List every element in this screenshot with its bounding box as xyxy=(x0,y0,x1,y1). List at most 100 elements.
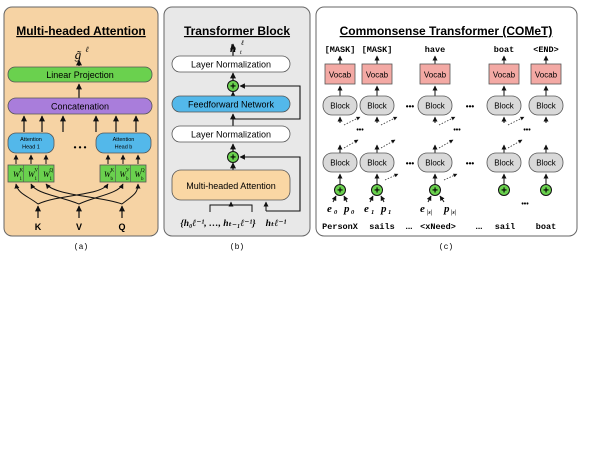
weight-strip-head-b xyxy=(99,164,147,183)
attention-head-b-box xyxy=(95,132,152,154)
embed-add-symbol-4: + xyxy=(501,186,507,197)
concatenation-label: Concatenation xyxy=(51,102,109,112)
comet-column-3: Vocab Block Block + e |s| p |s| xyxy=(417,55,456,216)
embed-e0-sub: 0 xyxy=(334,209,338,216)
caption-a: (a) xyxy=(74,243,88,252)
mha-box xyxy=(171,169,291,201)
weight-wqb-base: W xyxy=(135,170,143,179)
weight-wv1-sup: V xyxy=(35,169,39,174)
route-v-to-wv1 xyxy=(30,183,80,205)
panel-a-background xyxy=(3,6,159,237)
input-q-label: Q xyxy=(118,222,125,232)
weight-strip-head-1 xyxy=(7,164,55,183)
block-top-label-5: Block xyxy=(536,102,557,111)
embed-add-symbol-2: + xyxy=(374,186,380,197)
embed-e0-base: e xyxy=(327,203,332,215)
route-q-to-wqb xyxy=(121,183,141,205)
linear-projection-box xyxy=(7,66,153,83)
comet-column-4: Vocab Block Block + xyxy=(486,55,522,197)
weight-wk1-base: W xyxy=(13,170,21,179)
weight-wvb-base: W xyxy=(120,170,128,179)
seq-dots-bottom-1: ••• xyxy=(406,159,415,168)
attention-head-1-line2: Head 1 xyxy=(22,145,40,151)
panel-a: Multi-headed Attention g̃ ℓ Linear Proje… xyxy=(3,6,159,237)
panel-a-title: Multi-headed Attention xyxy=(16,24,146,38)
vocab-box-2 xyxy=(361,63,393,85)
feedforward-box xyxy=(171,95,291,113)
panel-a-output-sup: ℓ xyxy=(85,45,89,54)
embed-es-base: e xyxy=(420,203,425,215)
input-token-6: sail xyxy=(495,222,515,232)
input-token-3: ... xyxy=(405,221,412,231)
input-k-label: K xyxy=(35,222,42,232)
comet-column-1: Vocab Block Block + e 0 p 0 xyxy=(322,55,358,216)
output-token-4: boat xyxy=(494,45,514,55)
residual-add-bottom-symbol: + xyxy=(230,153,236,164)
layer-norm-top-box xyxy=(171,55,291,73)
arrow-ps-to-add xyxy=(439,195,445,203)
input-token-2: sails xyxy=(369,222,395,232)
panel-b-output-sub: t xyxy=(240,50,242,56)
output-token-2: [MASK] xyxy=(362,45,393,55)
seq-dots-top-1: ••• xyxy=(406,102,415,111)
attn-arrow-b2 xyxy=(380,139,396,149)
panel-b: Transformer Block h ℓ t Layer Normalizat… xyxy=(163,6,311,237)
panel-c-background xyxy=(315,6,578,237)
weight-wq1-sub: 1 xyxy=(50,177,53,182)
embed-add-symbol-1: + xyxy=(337,186,343,197)
block-top-label-1: Block xyxy=(330,102,351,111)
layer-norm-bottom-label: Layer Normalization xyxy=(191,130,271,140)
kvq-routing xyxy=(14,183,141,205)
embed-add-4 xyxy=(498,184,510,196)
embed-es-sub: |s| xyxy=(427,210,432,216)
embed-p1-base: p xyxy=(380,203,387,215)
embed-ps-sub: |s| xyxy=(451,210,456,216)
panel-b-input-set: {h₀ℓ⁻¹, …, hₜ₋₁ℓ⁻¹} xyxy=(180,219,256,229)
vocab-label-5: Vocab xyxy=(535,71,558,80)
residual-connection-top xyxy=(233,83,301,120)
weight-matrices-head-1: W K 1 W V 1 W Q 1 xyxy=(7,164,55,183)
vocab-label-1: Vocab xyxy=(329,71,352,80)
embed-add-symbol-5: + xyxy=(543,186,549,197)
caption-c: (c) xyxy=(439,243,453,252)
arrow-es-to-add xyxy=(426,195,432,203)
seq-dots-bottom-2: ••• xyxy=(466,159,475,168)
weight-wq1-sup: Q xyxy=(50,169,54,174)
input-token-7: boat xyxy=(536,222,556,232)
weight-wvb-sup: V xyxy=(126,169,130,174)
embed-e1-sub: 1 xyxy=(371,209,374,216)
attn-arrow-b1 xyxy=(343,139,359,149)
arrow-p1-to-add xyxy=(380,195,386,203)
block-top-label-4: Block xyxy=(494,102,515,111)
output-token-5: <END> xyxy=(533,45,559,55)
layer-dots-2: ••• xyxy=(453,127,461,134)
embed-add-2 xyxy=(371,184,383,196)
comet-column-2: Vocab Block Block + e 1 p 1 xyxy=(359,55,395,216)
weight-wqb-sup: Q xyxy=(141,169,145,174)
block-bottom-label-1: Block xyxy=(330,159,351,168)
caption-b: (b) xyxy=(230,243,244,252)
feedforward-label: Feedforward Network xyxy=(188,100,275,110)
route-v-to-wvb xyxy=(78,183,124,205)
weight-wk1-sub: 1 xyxy=(20,177,23,182)
attn-arrow-b4 xyxy=(507,139,523,149)
weight-matrices-head-b: W K b W V b W Q b xyxy=(99,164,147,183)
attention-diagonal-arrows xyxy=(343,116,525,181)
input-token-1: PersonX xyxy=(322,222,359,232)
output-token-3: have xyxy=(425,45,445,55)
layer-norm-top-label: Layer Normalization xyxy=(191,60,271,70)
embed-p0-sub: 0 xyxy=(351,209,355,216)
block-bottom-label-5: Block xyxy=(536,159,557,168)
attention-head-b-line2: Head b xyxy=(115,145,133,151)
mha-label: Multi-headed Attention xyxy=(186,181,276,191)
weight-wvb-sub: b xyxy=(126,177,129,182)
embed-dots: ••• xyxy=(521,201,529,208)
block-top-5 xyxy=(528,95,564,116)
weight-wqb-sub: b xyxy=(141,177,144,182)
attn-arrow-e1 xyxy=(384,173,399,181)
layer-dots-1: ••• xyxy=(356,127,364,134)
embed-p0-base: p xyxy=(343,203,350,215)
vocab-box-3 xyxy=(419,63,451,85)
block-top-4 xyxy=(486,95,522,116)
